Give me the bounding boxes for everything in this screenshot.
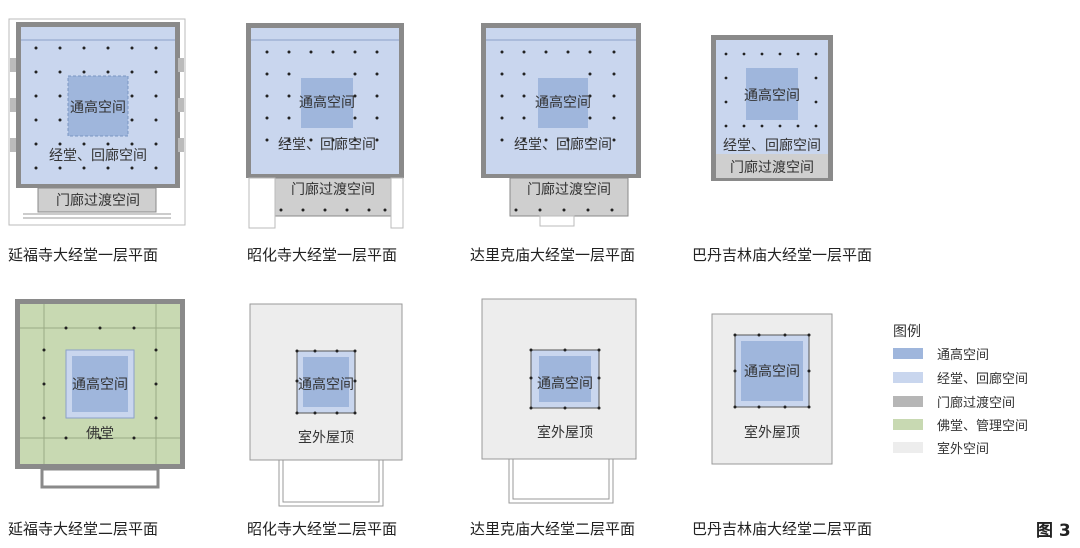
caption-zhaohua-floor2: 昭化寺大经堂二层平面: [247, 520, 398, 538]
zone-hall-label: 经堂、回廊空间: [514, 136, 612, 153]
zone-porch-label: 门廊过渡空间: [56, 192, 140, 209]
plan-dalike-floor2: 通高空间 室外屋顶: [481, 298, 637, 504]
legend-item-hall: 经堂、回廊空间: [893, 369, 1028, 387]
legend-swatch: [893, 371, 923, 383]
plan-zhaohua-floor1: 通高空间 经堂、回廊空间 门廊过渡空间: [246, 23, 404, 229]
zone-atrium-label: 通高空间: [72, 376, 128, 393]
zone-atrium-label: 通高空间: [535, 94, 591, 111]
plan-zhaohua-floor2: 通高空间 室外屋顶: [249, 303, 403, 507]
zone-porch-label: 门廊过渡空间: [291, 181, 375, 198]
caption-dalike-floor1: 达里克庙大经堂一层平面: [470, 246, 636, 264]
plan-dalike-floor1: 通高空间 经堂、回廊空间 门廊过渡空间: [481, 23, 641, 227]
plan-badanjilin-floor2: 通高空间 室外屋顶: [711, 313, 833, 465]
legend-item-buddha: 佛堂、管理空间: [893, 416, 1028, 434]
plan-badanjilin-floor1: 通高空间 经堂、回廊空间 门廊过渡空间: [711, 35, 833, 181]
legend-item-outdoor: 室外空间: [893, 439, 989, 457]
plan-yanfu-floor1: 通高空间 经堂、回廊空间 门廊过渡空间: [8, 18, 186, 226]
legend-title: 图例: [893, 324, 921, 340]
zone-roof-label: 室外屋顶: [537, 424, 593, 441]
legend-item-atrium: 通高空间: [893, 345, 989, 363]
legend-swatch: [893, 418, 923, 430]
zone-atrium-label: 通高空间: [744, 87, 800, 104]
caption-zhaohua-floor1: 昭化寺大经堂一层平面: [247, 246, 398, 264]
zone-roof-label: 室外屋顶: [744, 424, 800, 441]
caption-badanjilin-floor2: 巴丹吉林庙大经堂二层平面: [692, 520, 873, 538]
zone-hall-label: 经堂、回廊空间: [723, 137, 821, 154]
caption-badanjilin-floor1: 巴丹吉林庙大经堂一层平面: [692, 246, 873, 264]
zone-atrium-label: 通高空间: [299, 94, 355, 111]
zone-atrium-label: 通高空间: [70, 99, 126, 116]
zone-atrium-label: 通高空间: [744, 363, 800, 380]
zone-hall-label: 经堂、回廊空间: [49, 147, 147, 164]
column-grid: [34, 46, 158, 170]
caption-yanfu-floor1: 延福寺大经堂一层平面: [8, 246, 159, 264]
zone-buddha-label: 佛堂: [86, 426, 114, 442]
zone-atrium-label: 通高空间: [537, 375, 593, 392]
legend-item-porch: 门廊过渡空间: [893, 393, 1015, 411]
legend-swatch: [893, 395, 923, 407]
figure-number: 图 3: [1036, 521, 1071, 541]
caption-yanfu-floor2: 延福寺大经堂二层平面: [8, 520, 159, 538]
zone-porch-label: 门廊过渡空间: [730, 159, 814, 176]
zone-hall-label: 经堂、回廊空间: [278, 136, 376, 153]
zone-atrium-label: 通高空间: [298, 376, 354, 393]
plan-yanfu-floor2: 通高空间 佛堂: [15, 299, 185, 489]
zone-roof-label: 室外屋顶: [298, 429, 354, 446]
legend-swatch: [893, 347, 923, 359]
zone-porch-label: 门廊过渡空间: [527, 181, 611, 198]
caption-dalike-floor2: 达里克庙大经堂二层平面: [470, 520, 636, 538]
legend-swatch: [893, 441, 923, 453]
